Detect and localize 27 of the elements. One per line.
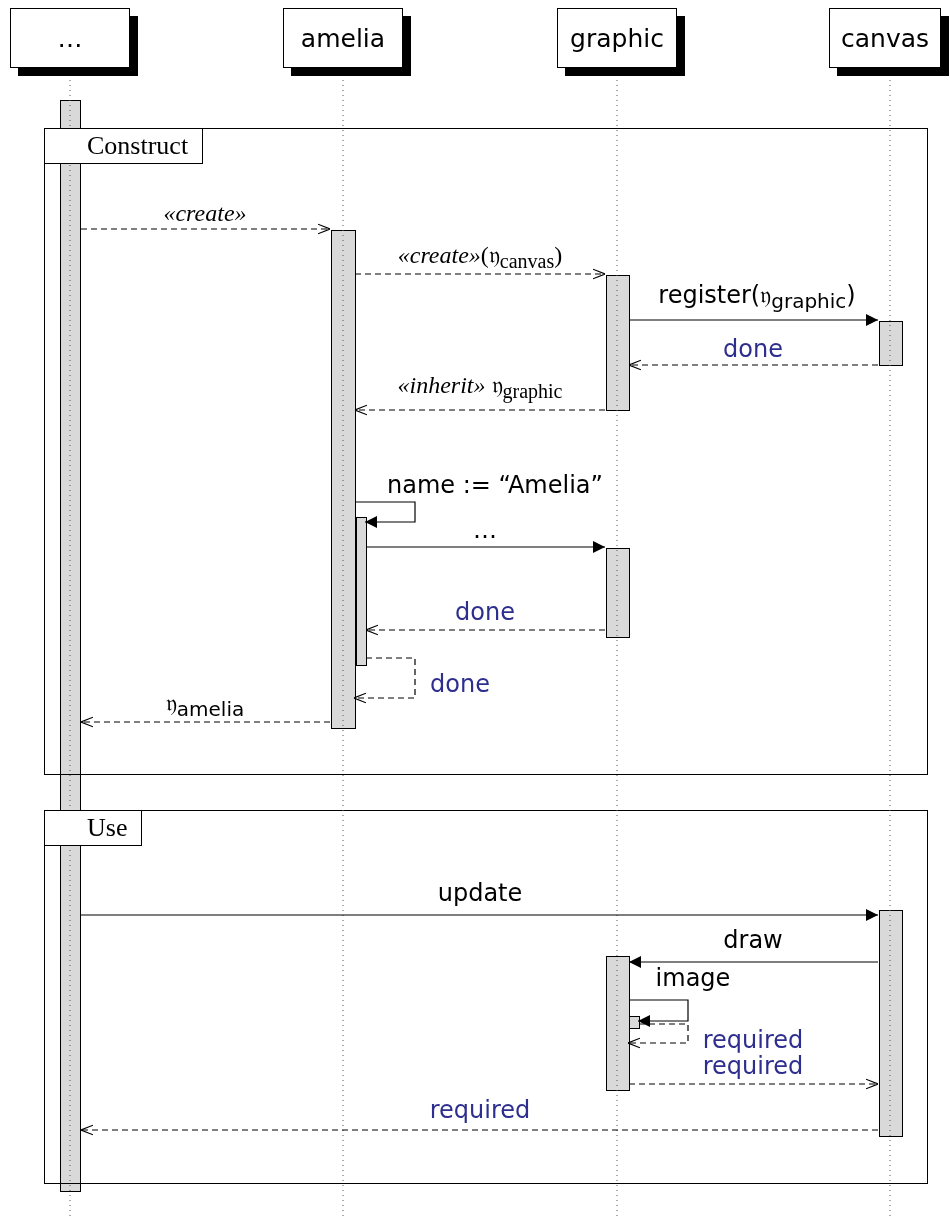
activation-bar bbox=[60, 100, 81, 1192]
message-arrow bbox=[354, 501, 416, 528]
fragment-frame bbox=[44, 810, 928, 1184]
message-arrow bbox=[628, 314, 879, 326]
fragment-frame bbox=[44, 128, 928, 775]
message-arrow bbox=[628, 956, 879, 968]
return-arrow bbox=[80, 1124, 879, 1136]
message-arrow bbox=[80, 909, 879, 921]
activation-bar bbox=[606, 548, 630, 638]
activation-bar bbox=[879, 910, 903, 1137]
message-arrow bbox=[365, 541, 606, 553]
activation-bar bbox=[606, 275, 630, 411]
return-arrow bbox=[354, 404, 606, 416]
activation-bar bbox=[331, 230, 356, 729]
fragment-label: Use bbox=[44, 810, 143, 846]
activation-bar bbox=[629, 1016, 640, 1029]
return-arrow bbox=[365, 624, 606, 636]
activation-bar bbox=[879, 321, 903, 366]
message-arrow bbox=[628, 999, 689, 1027]
fragment-label: Construct bbox=[44, 128, 204, 164]
return-arrow bbox=[628, 359, 879, 371]
return-arrow bbox=[354, 268, 606, 280]
return-arrow bbox=[80, 716, 331, 728]
return-arrow bbox=[80, 223, 331, 235]
activation-bar bbox=[356, 517, 367, 666]
activation-bar bbox=[606, 956, 630, 1091]
return-arrow bbox=[628, 1078, 879, 1090]
